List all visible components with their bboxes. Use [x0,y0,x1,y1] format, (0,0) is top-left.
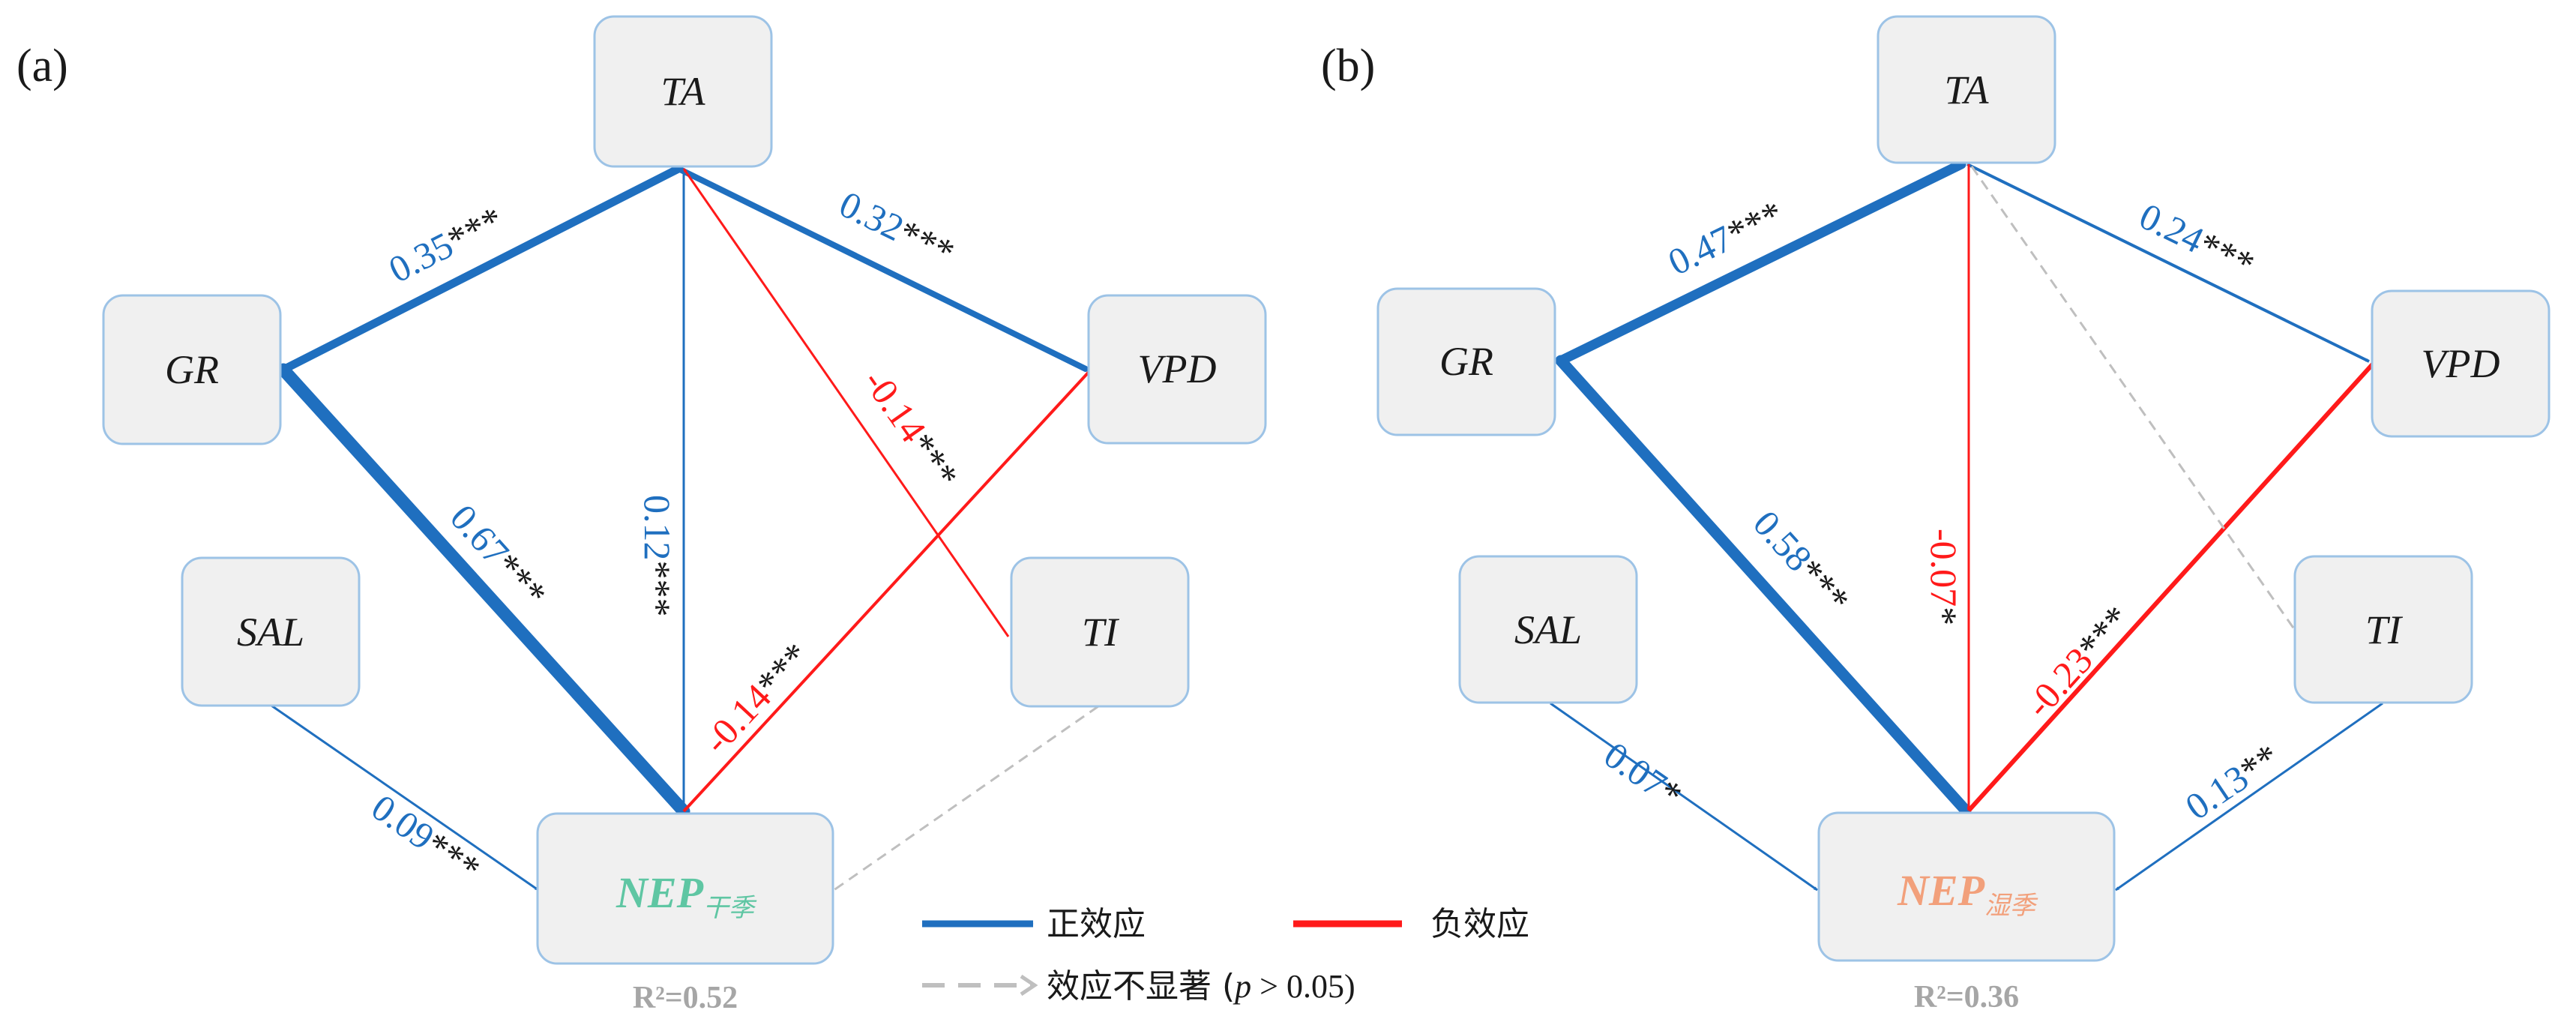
panel-a: (a) TA GR VPD SAL [16,15,1267,1015]
coef-value: 0.12 [637,495,678,561]
path-vpd-nep-a [682,367,1093,813]
path-gr-nep-b [1555,355,1972,817]
node-ta-a: TA [593,15,773,168]
coef-vpd-nep-a: -0.14*** [695,634,817,761]
path-ti-nep-b [2115,702,2383,892]
paths-a [271,164,1099,894]
node-vpd-label: VPD [2422,341,2500,386]
legend-nonsig-arrowhead [1020,974,1038,997]
legend-nonsig-prefix: 效应不显著 ( [1047,967,1235,1006]
coef-value: -0.07 [1923,529,1965,607]
node-sal-a: SAL [181,556,361,707]
legend-nonsig-p: p [1233,968,1251,1005]
node-gr-label: GR [165,347,219,392]
path-gr-nep-a [277,363,690,818]
r-squared-a: R²=0.52 [633,981,738,1015]
path-ta-vpd-b [1966,163,2370,363]
panel-label-b: (b) [1321,40,1375,91]
coef-stars: * [1923,607,1965,625]
node-vpd-b: VPD [2371,289,2551,438]
nep-main-text: NEP [616,868,704,917]
node-ta-label: TA [660,69,705,114]
legend-nonsig: 效应不显著 (p > 0.05) [922,967,1355,1006]
node-sal-b: SAL [1458,555,1638,704]
path-gr-ta-b [1556,159,1966,366]
node-nep-b: NEP湿季 [1817,811,2116,962]
coef-ta-nep-a: 0.12*** [637,495,678,617]
legend: 正效应 负效应 效应不显著 (p > 0.05) [922,905,1529,1006]
path-ti-nep-a [830,705,1099,894]
path-gr-ta-a [279,164,683,374]
nep-subscript: 干季 [703,893,757,923]
coef-ti-ta-a: -0.14*** [855,361,967,496]
node-vpd-a: VPD [1087,294,1267,445]
node-gr-b: GR [1376,287,1556,436]
coef-gr-ta-a: 0.35*** [382,198,510,291]
node-ta-b: TA [1877,15,2056,164]
coef-ta-nep-b: -0.07* [1923,529,1965,625]
legend-nonsig-label: 效应不显著 (p > 0.05) [1047,967,1355,1006]
panel-b: (b) TA GR VPD SAL TI [1321,15,2551,1015]
path-sal-nep-a [271,704,539,892]
node-ti-label: TI [2365,607,2404,652]
path-ta-vpd-a [675,166,1089,372]
legend-negative: 负效应 [1293,905,1529,943]
node-ti-a: TI [1010,556,1190,708]
node-gr-label: GR [1439,339,1493,384]
legend-nonsig-suffix: > 0.05) [1251,968,1355,1005]
path-sal-nep-b [1550,702,1818,892]
node-ti-b: TI [2293,555,2473,704]
panel-label-a: (a) [16,40,68,91]
node-nep-a: NEP干季 [536,812,834,965]
coef-vpd-nep-b: -0.23*** [2017,598,2138,726]
path-ti-ta-a [682,168,1010,637]
node-ta-label: TA [1944,67,1989,112]
legend-positive-label: 正效应 [1047,905,1146,943]
node-ti-label: TI [1082,610,1120,655]
node-vpd-label: VPD [1138,346,1217,391]
coef-ta-vpd-a: 0.32*** [833,183,961,274]
paths-b [1550,159,2383,892]
legend-positive: 正效应 [922,905,1146,943]
legend-negative-label: 负效应 [1430,905,1529,943]
nep-subscript: 湿季 [1984,891,2038,921]
node-nep-label: NEP干季 [616,868,757,923]
node-sal-label: SAL [237,610,304,655]
path-ta-ti-b [1970,166,2299,635]
node-gr-a: GR [102,294,282,445]
coef-gr-nep-b: 0.58*** [1745,502,1858,621]
coef-gr-ta-b: 0.47*** [1661,192,1790,283]
nep-main-text: NEP [1897,866,1985,915]
coef-ta-vpd-b: 0.24*** [2133,195,2261,286]
path-vpd-nep-b [1966,359,2377,813]
coef-sal-nep-a: 0.09*** [364,786,488,890]
node-nep-label: NEP湿季 [1897,866,2038,921]
r-squared-b: R²=0.36 [1914,980,2019,1015]
node-sal-label: SAL [1514,607,1582,652]
coef-stars: *** [637,561,678,617]
